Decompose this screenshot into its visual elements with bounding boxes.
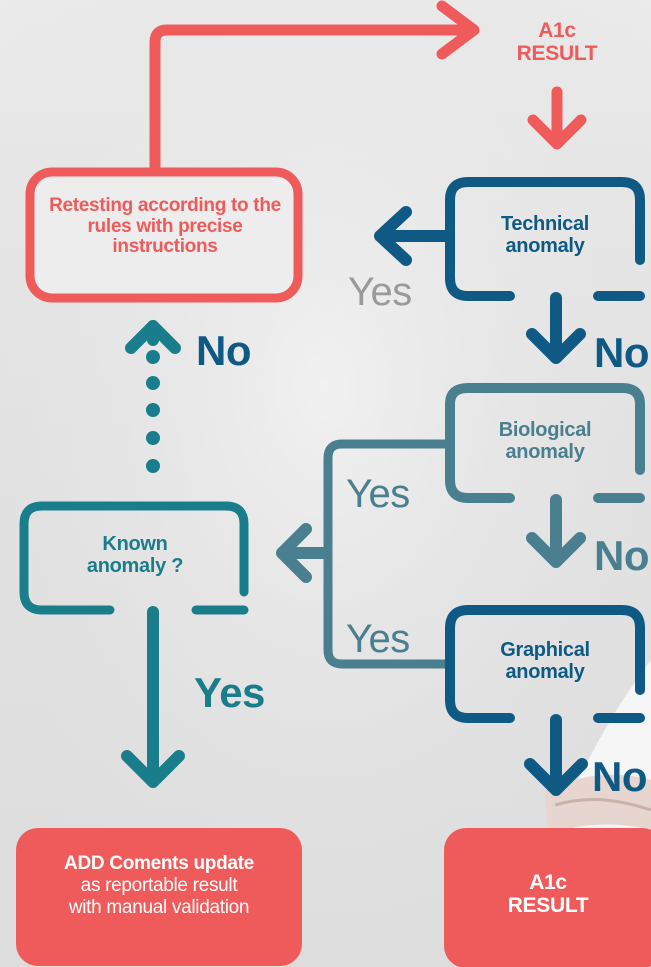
biological-anomaly-box <box>445 383 645 503</box>
retest-to-result-connector <box>149 24 474 178</box>
known-line1: Known <box>102 533 168 555</box>
graphical-anomaly-box <box>445 605 645 723</box>
biological-anomaly-label: Biological anomaly <box>470 419 620 463</box>
arrow-down-icon <box>524 758 588 796</box>
top-result-line2: RESULT <box>516 41 598 65</box>
biological-line2: anomaly <box>505 440 585 463</box>
arrow-down-icon <box>527 114 587 150</box>
retesting-box <box>25 167 303 303</box>
no-technical-label: No <box>594 329 650 376</box>
top-result-label: A1c RESULT <box>497 19 617 65</box>
add-comments-line2: as reportable result <box>80 874 238 896</box>
technical-anomaly-label: Technical anomaly <box>470 213 620 257</box>
yes-technical-label: Yes <box>348 270 412 314</box>
arrow-down-icon <box>526 532 586 568</box>
arrow-down-icon <box>121 750 185 788</box>
no-known-label: No <box>196 327 252 374</box>
technical-line2: anomaly <box>505 234 585 257</box>
arrow-left-icon <box>374 206 412 266</box>
add-comments-label: ADD Coments update as reportable result … <box>16 853 302 919</box>
arrow-down-icon <box>526 328 586 364</box>
bottom-result-line2: RESULT <box>507 893 589 917</box>
add-comments-title: ADD Coments update <box>64 853 254 874</box>
known-anomaly-box <box>19 501 249 615</box>
add-comments-box <box>16 828 302 966</box>
technical-anomaly-box <box>445 177 645 301</box>
add-comments-line3: with manual validation <box>68 896 250 918</box>
graphical-line1: Graphical <box>500 639 590 661</box>
graphical-anomaly-label: Graphical anomaly <box>470 639 620 683</box>
yes-biological-label: Yes <box>346 472 410 516</box>
bottom-result-label: A1c RESULT <box>488 871 608 917</box>
top-result-line1: A1c <box>538 19 576 42</box>
arrow-right-icon <box>436 0 480 60</box>
known-anomaly-label: Known anomaly ? <box>44 533 226 577</box>
technical-line1: Technical <box>500 213 590 235</box>
graphical-line2: anomaly <box>505 660 585 683</box>
yes-known-label: Yes <box>194 669 265 716</box>
arrow-left-icon <box>276 523 312 583</box>
no-graphical-label: No <box>592 753 648 800</box>
dotted-connector <box>146 350 160 473</box>
bottom-result-line1: A1c <box>529 871 567 894</box>
known-line2: anomaly ? <box>86 554 184 577</box>
biological-line1: Biological <box>498 419 592 441</box>
yes-graphical-label: Yes <box>346 617 410 661</box>
bottom-result-box <box>444 828 651 967</box>
retesting-label: Retesting according to the rules with pr… <box>49 195 281 258</box>
no-biological-label: No <box>594 532 650 579</box>
arrow-up-icon <box>125 320 181 354</box>
